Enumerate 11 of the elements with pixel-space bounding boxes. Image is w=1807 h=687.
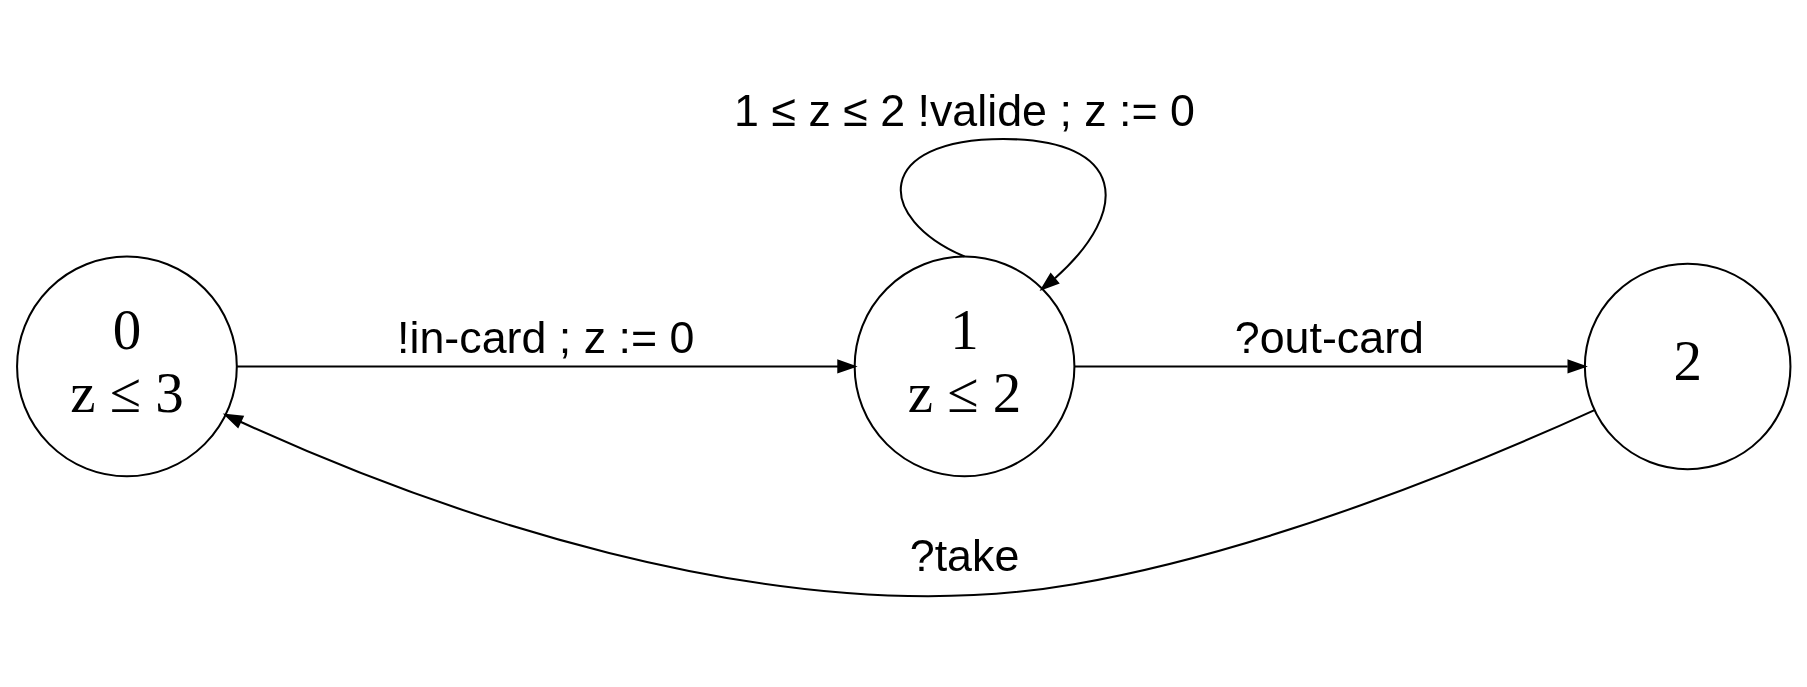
edge-label: ?take: [909, 530, 1019, 581]
node-circle: 2: [1583, 262, 1791, 471]
edge-label: ?out-card: [1234, 312, 1424, 363]
edge-label: !in-card ; z := 0: [396, 312, 694, 363]
arrow: [1073, 359, 1588, 374]
arrow: [222, 409, 1595, 597]
node-circle: 0 z ≤ 3: [15, 255, 238, 478]
edge-label: 1 ≤ z ≤ 2 !valide ; z := 0: [733, 84, 1195, 135]
node-circle: 1 z ≤ 2: [853, 255, 1075, 478]
arrow: [899, 138, 1106, 292]
arrow: [236, 359, 858, 374]
